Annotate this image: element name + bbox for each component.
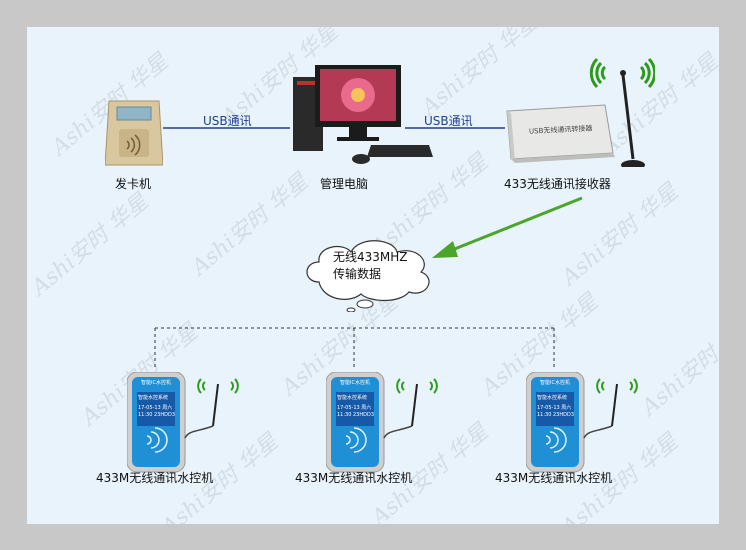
signal-icon: [589, 57, 607, 89]
cloud-line1: 无线433MHZ: [333, 250, 408, 264]
water-controller-label: 433M无线通讯水控机: [495, 471, 613, 485]
water-controller-label: 433M无线通讯水控机: [96, 471, 214, 485]
receiver-device: USB无线通讯转接器: [505, 47, 657, 171]
screen-date: 17-05-13 周六: [537, 405, 572, 411]
wireless-arrow-line: [446, 196, 583, 254]
water-controller-1: 智能IC水控机 智能水控系统 17-05-13 周六 11:30 23HDD3: [126, 371, 257, 481]
screen-subtitle: 智能水控系统: [337, 395, 368, 401]
receiver-label: 433无线通讯接收器: [504, 177, 611, 191]
cloud-shape: [306, 240, 430, 312]
screen-time: 11:30 23HDD3: [138, 412, 176, 418]
screen-date: 17-05-13 周六: [138, 405, 173, 411]
water-controller-label: 433M无线通讯水控机: [295, 471, 413, 485]
wireless-arrow-head: [432, 241, 458, 258]
receiver-icon: [506, 57, 657, 170]
water-controller-icon: [325, 371, 438, 473]
computer-icon: [293, 65, 433, 164]
computer-label: 管理电脑: [320, 177, 369, 191]
cloud-line2: 传输数据: [333, 267, 382, 281]
card-issuer-icon: [104, 100, 164, 166]
screen-time: 11:30 23HDD3: [337, 412, 375, 418]
screen-time: 11:30 23HDD3: [537, 412, 575, 418]
connector-layer: [154, 127, 583, 368]
water-controller-3: 智能IC水控机 智能水控系统 17-05-13 周六 11:30 23HDD3: [525, 371, 656, 481]
computer-device: [291, 65, 441, 169]
screen-date: 17-05-13 周六: [337, 405, 372, 411]
card-issuer-label: 发卡机: [115, 177, 152, 191]
screen-subtitle: 智能水控系统: [138, 395, 169, 401]
usb-link-left-label: USB通讯: [203, 114, 252, 128]
screen-subtitle: 智能水控系统: [537, 395, 568, 401]
water-controller-2: 智能IC水控机 智能水控系统 17-05-13 周六 11:30 23HDD3: [325, 371, 456, 481]
water-controller-icon: [126, 371, 239, 473]
water-controller-icon: [525, 371, 638, 473]
screen-title: 智能IC水控机: [141, 380, 171, 386]
usb-link-right-label: USB通讯: [424, 114, 473, 128]
card-issuer-device: [104, 99, 164, 171]
screen-title: 智能IC水控机: [540, 380, 570, 386]
screen-title: 智能IC水控机: [340, 380, 370, 386]
